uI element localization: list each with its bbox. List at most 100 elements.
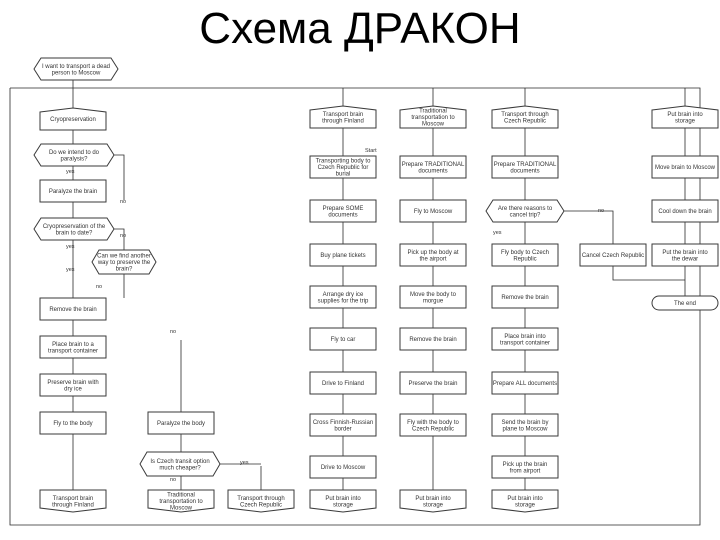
node-c5a6: Preserve the brain <box>399 371 467 395</box>
action-shape <box>399 285 467 309</box>
action-shape <box>399 199 467 223</box>
node-c2a1: Paralyze the body <box>147 411 215 435</box>
edge-label: yes <box>493 230 502 236</box>
node-c4a5: Fly to car <box>309 327 377 351</box>
node-label: The end <box>674 301 696 307</box>
action-shape <box>491 413 559 437</box>
question-shape <box>33 217 115 241</box>
branch-header-shape <box>651 105 719 129</box>
action-shape <box>399 155 467 179</box>
question-shape <box>33 143 115 167</box>
branch-header-shape <box>39 107 107 131</box>
action-shape <box>651 243 719 267</box>
node-c7a1: Move brain to Moscow <box>651 155 719 179</box>
action-shape <box>309 243 377 267</box>
action-shape <box>147 411 215 435</box>
address-shape <box>39 489 107 513</box>
action-shape <box>491 455 559 479</box>
node-label: Paralyze the body <box>157 421 205 427</box>
node-c6a3: Remove the brain <box>491 285 559 309</box>
node-label: Fly to car <box>331 337 356 343</box>
node-label: Fly to the body <box>53 421 92 427</box>
action-shape <box>309 413 377 437</box>
node-c6a5: Prepare ALL documents <box>491 371 559 395</box>
action-shape <box>39 179 107 203</box>
node-label: Preserve the brain <box>408 381 457 387</box>
node-label: Cryopreservation <box>50 117 96 123</box>
node-end: The end <box>651 295 719 311</box>
node-label: Remove the brain <box>501 295 548 301</box>
node-c1h: Cryopreservation <box>39 107 107 131</box>
action-shape <box>39 411 107 435</box>
branch-header-shape <box>399 105 467 129</box>
action-shape <box>309 199 377 223</box>
edge-label: yes <box>66 267 75 273</box>
node-label: Remove the brain <box>49 307 96 313</box>
branch-header-shape <box>491 105 559 129</box>
edge-label: no <box>170 329 176 335</box>
node-c4a3: Buy plane tickets <box>309 243 377 267</box>
branch-line <box>564 210 614 244</box>
edge-label: no <box>170 477 176 483</box>
node-label: Remove the brain <box>409 337 456 343</box>
action-shape <box>309 285 377 309</box>
edge-label: yes <box>66 244 75 250</box>
page-title: Схема ДРАКОН <box>199 4 521 53</box>
action-shape <box>309 155 377 179</box>
node-label: Move brain to Moscow <box>655 165 716 171</box>
action-shape <box>491 155 559 179</box>
node-c5a5: Remove the brain <box>399 327 467 351</box>
address-shape <box>147 489 215 513</box>
branch-line <box>114 228 125 250</box>
address-shape <box>309 489 377 513</box>
action-shape <box>491 285 559 309</box>
node-label: Buy plane tickets <box>320 253 365 259</box>
node-c6s1: Cancel Czech Republic <box>579 243 647 267</box>
edge-label: no <box>120 233 126 239</box>
node-label: Cool down the brain <box>658 209 711 215</box>
edge-label: yes <box>240 460 249 466</box>
